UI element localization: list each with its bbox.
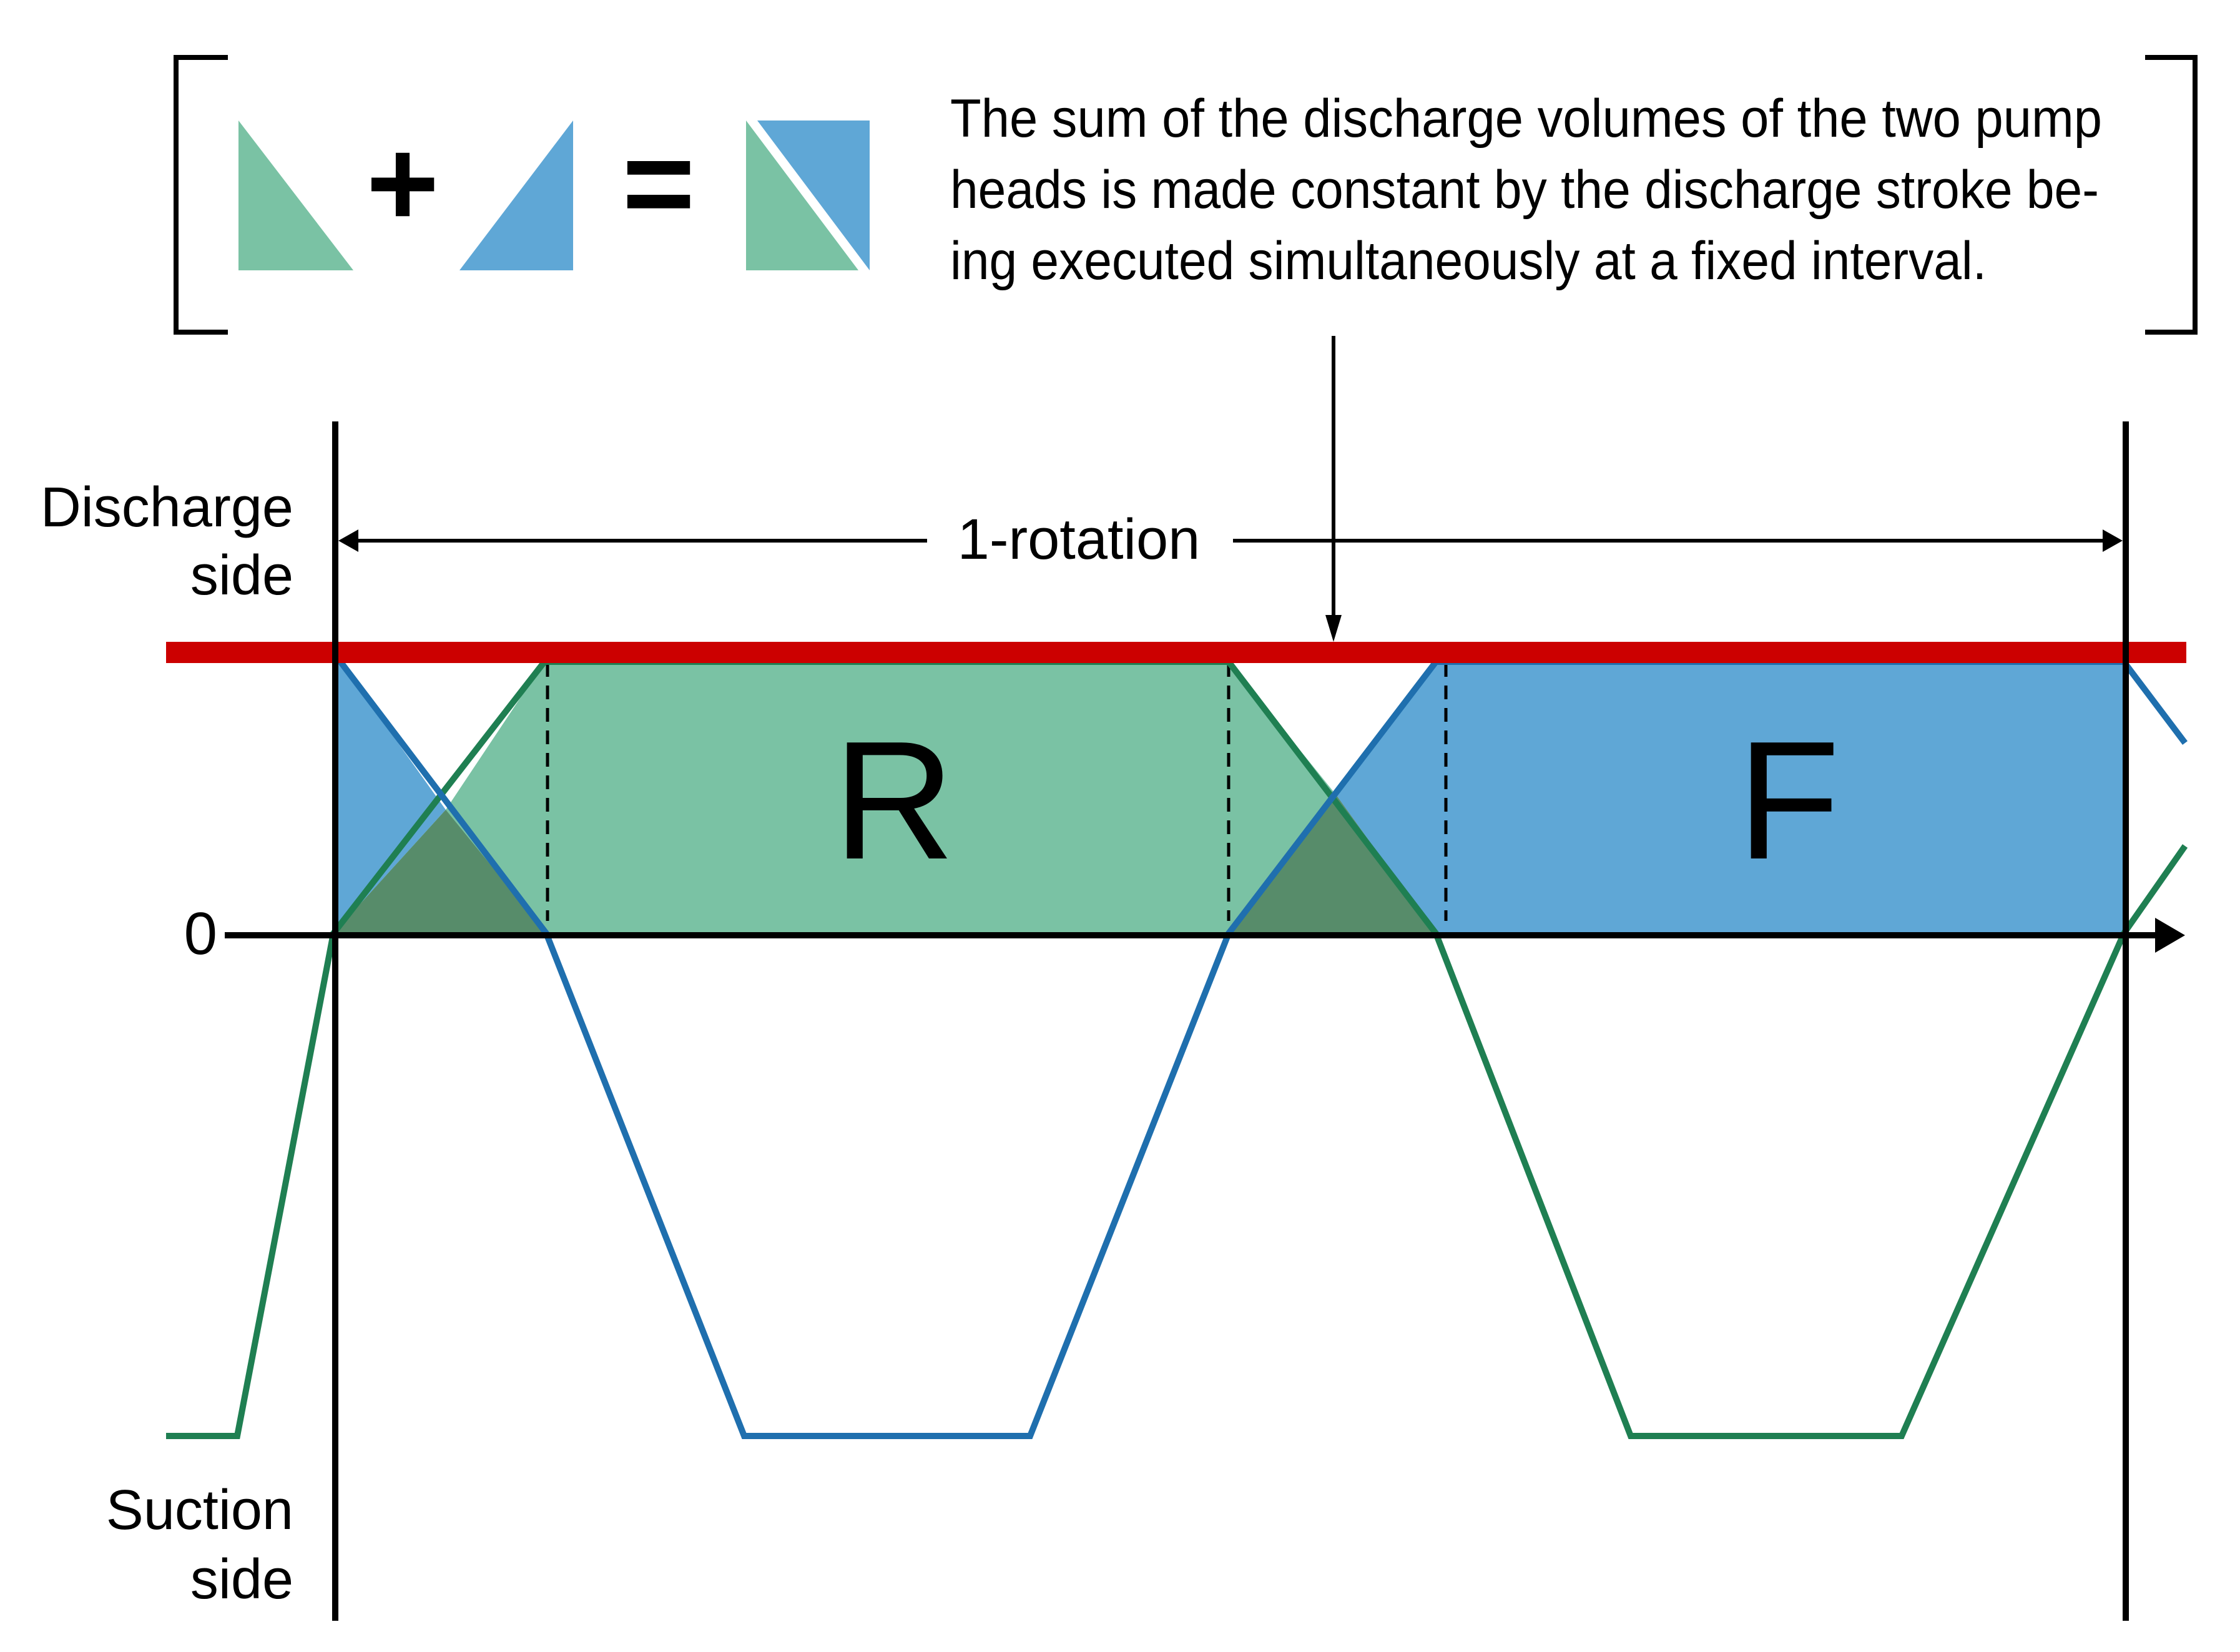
suction-side-label: Suction side: [106, 1479, 293, 1611]
suction-side-label-line-1: Suction: [106, 1479, 293, 1541]
region-r-label: R: [833, 707, 955, 895]
rotation-label: 1-rotation: [958, 508, 1201, 571]
legend-description-line-1: The sum of the discharge volumes of the …: [950, 89, 2102, 149]
legend-combined-square: [746, 120, 870, 270]
legend-description-line-2: heads is made constant by the discharge …: [950, 160, 2099, 220]
rotation-arrowhead-left: [338, 529, 358, 552]
discharge-side-label-line-2: side: [190, 544, 293, 607]
region-f-label: F: [1737, 707, 1840, 895]
discharge-fill-regions: [333, 652, 2124, 933]
legend-box: + = The sum of the discharge volumes of …: [174, 55, 2198, 335]
legend-blue-triangle: [459, 120, 573, 270]
discharge-side-label-line-1: Discharge: [41, 476, 293, 539]
legend-bracket-right: [2145, 55, 2198, 335]
legend-equals-sign: =: [622, 114, 695, 253]
x-axis: [225, 918, 2185, 953]
rotation-arrowhead-right: [2103, 529, 2123, 552]
region-f-fill: [1336, 662, 2124, 933]
overlap-right: [1229, 795, 1436, 933]
pointer-arrow: [1325, 336, 1342, 642]
discharge-side-label: Discharge side: [41, 476, 293, 607]
legend-description: The sum of the discharge volumes of the …: [950, 89, 2102, 291]
legend-plus-sign: +: [366, 114, 440, 253]
legend-description-line-3: ing executed simultaneously at a fixed i…: [950, 231, 1987, 291]
x-axis-arrowhead: [2155, 918, 2185, 953]
legend-green-triangle: [238, 120, 353, 270]
blue-fill-left: [333, 652, 446, 933]
suction-side-label-line-2: side: [190, 1548, 293, 1611]
region-r-fill: [333, 662, 1436, 933]
zero-label: 0: [184, 900, 217, 967]
stroke-dividers: [546, 663, 1448, 921]
rotation-dimension: 1-rotation: [338, 508, 2123, 571]
overlap-left: [333, 810, 546, 933]
legend-bracket-left: [174, 55, 228, 335]
